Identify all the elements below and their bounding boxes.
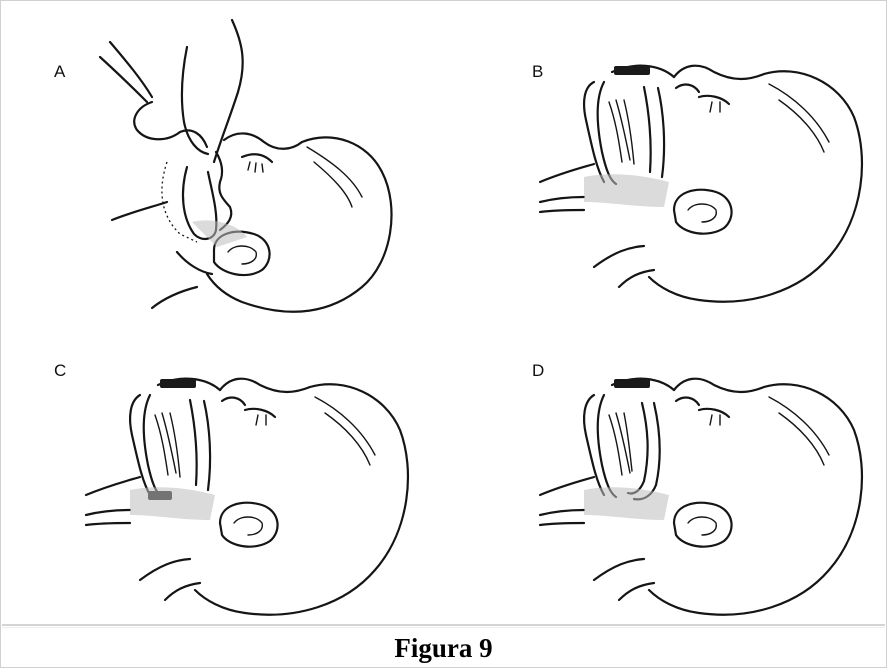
panel-d: D xyxy=(444,313,885,624)
caption-cell: Figura 9 xyxy=(2,627,885,669)
airway-insertion-drawing-c xyxy=(2,313,443,624)
figure-illustration: A xyxy=(2,2,885,626)
panel-a: A xyxy=(2,2,443,313)
panel-c: C xyxy=(2,313,443,624)
figure-caption: Figura 9 xyxy=(394,633,492,664)
airway-insertion-drawing-d xyxy=(444,313,885,624)
panel-b: B xyxy=(444,2,885,313)
airway-insertion-drawing-a xyxy=(2,2,443,313)
airway-insertion-drawing-b xyxy=(444,2,885,313)
